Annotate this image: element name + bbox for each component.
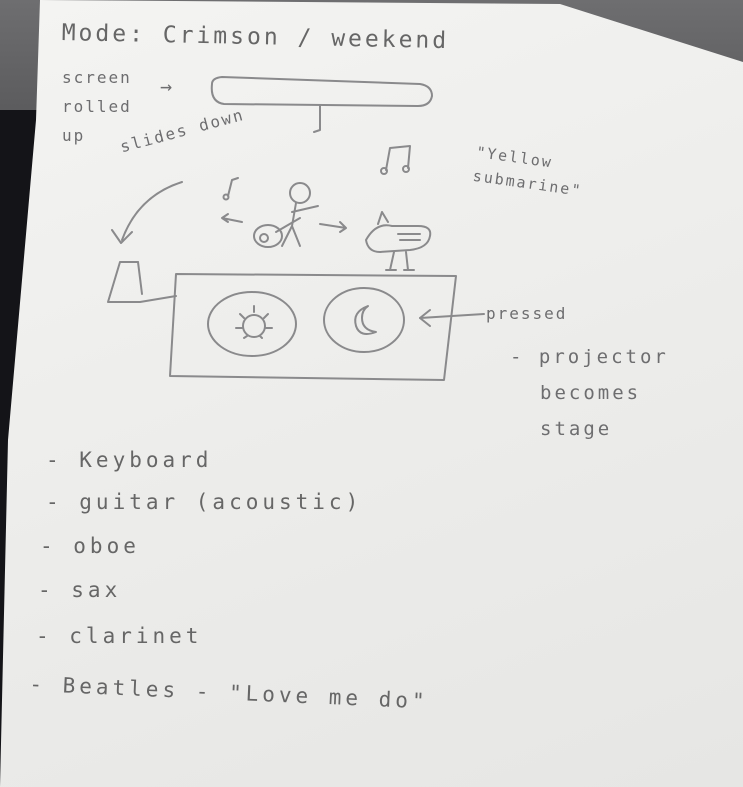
bird-icon [365, 211, 432, 271]
arrow-right-icon: → [160, 74, 175, 98]
note-stage: stage [540, 418, 613, 440]
list-item-2: - guitar (acoustic) [46, 490, 363, 514]
list-item-3: - oboe [40, 534, 140, 558]
music-note-small-icon [222, 177, 239, 201]
music-note-icon [380, 145, 411, 175]
note-projector: - projector [510, 346, 669, 368]
list-item-1: - Keyboard [46, 448, 213, 472]
curved-arrow-icon [111, 181, 183, 244]
pressed-arrow-icon [419, 309, 485, 327]
rolled-screen-icon [210, 76, 433, 133]
sun-button-icon [207, 291, 297, 357]
note-becomes: becomes [540, 382, 642, 404]
note-screen: screen [62, 68, 132, 87]
note-rolled: rolled [62, 97, 132, 116]
list-item-4: - sax [38, 578, 122, 602]
moon-button-icon [323, 287, 405, 353]
projector-stage-icon [107, 261, 457, 381]
stick-figure-icon [221, 182, 347, 248]
note-pressed: pressed [486, 304, 568, 323]
list-item-5: - clarinet [36, 624, 203, 648]
note-up: up [62, 126, 86, 145]
